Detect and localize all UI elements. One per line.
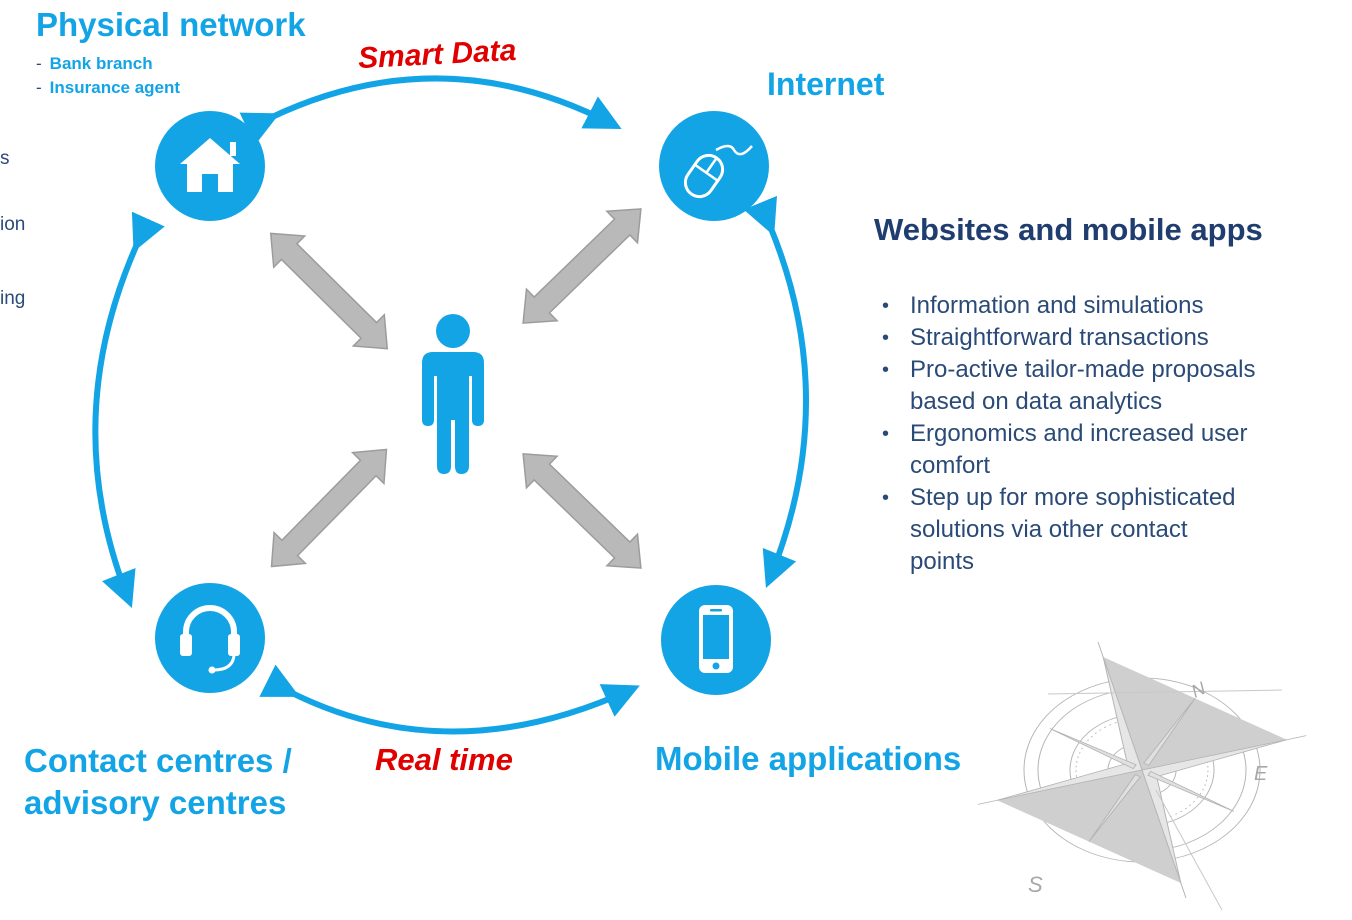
compass-east-label: E	[1254, 763, 1268, 785]
clipped-text-fragment: ing	[0, 288, 26, 309]
list-item: Step up for more sophisticatedsolutions …	[872, 482, 1342, 578]
person-icon	[422, 314, 484, 474]
grey-arrow-bottomleft	[270, 448, 388, 568]
list-item: Information and simulations	[872, 290, 1342, 322]
left-side-arrow	[92, 211, 165, 609]
compass-south-label: S	[1028, 872, 1043, 897]
physical-network-list: -Bank branch -Insurance agent	[36, 52, 180, 100]
grey-arrow-topleft	[269, 232, 389, 350]
real-time-label: Real time	[375, 742, 513, 777]
grey-arrow-topright	[522, 208, 642, 324]
clipped-text-fragment: ion	[0, 214, 26, 235]
websites-bullet-list: Information and simulations Straightforw…	[872, 290, 1342, 578]
mobile-applications-title: Mobile applications	[655, 740, 962, 777]
real-time-arrow	[259, 664, 640, 735]
smart-data-arrow	[239, 75, 622, 146]
list-item: Straightforward transactions	[872, 322, 1342, 354]
websites-title: Websites and mobile apps	[874, 212, 1263, 247]
right-side-arrow	[743, 195, 809, 589]
phone-icon	[661, 585, 771, 695]
list-item: -Insurance agent	[36, 78, 181, 97]
physical-network-title: Physical network	[36, 6, 306, 43]
home-icon	[155, 111, 265, 221]
contact-centres-title: Contact centres / advisory centres	[24, 742, 292, 821]
clipped-text-fragment: s	[0, 148, 10, 169]
list-item: -Bank branch	[36, 54, 153, 73]
internet-title: Internet	[767, 66, 885, 102]
mouse-icon	[659, 111, 769, 221]
headset-icon	[155, 583, 265, 693]
grey-arrow-bottomright	[522, 453, 642, 569]
compass-icon	[977, 641, 1307, 911]
